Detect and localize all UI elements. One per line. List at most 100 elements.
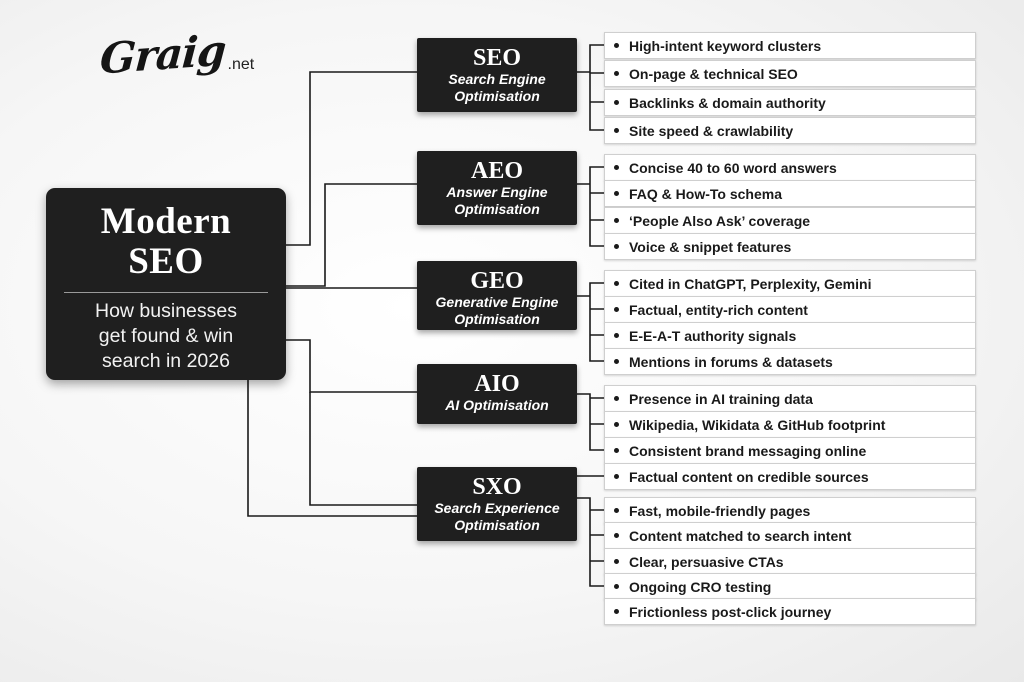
list-item-text: Voice & snippet features (629, 238, 792, 255)
list-item-seo-1: High-intent keyword clusters (604, 32, 976, 59)
list-item-text: E-E-A-T authority signals (629, 327, 797, 344)
list-item-text: Consistent brand messaging online (629, 442, 867, 459)
list-item-geo-2: Factual, entity-rich content (604, 296, 976, 323)
list-item-sxo-1: Fast, mobile-friendly pages (604, 497, 976, 524)
list-item-sxo-5: Frictionless post-click journey (604, 598, 976, 625)
list-item-text: Clear, persuasive CTAs (629, 553, 784, 570)
category-title: SEO (472, 45, 522, 71)
brand-logo-suffix: .net (227, 56, 255, 73)
list-item-sxo-4: Ongoing CRO testing (604, 573, 976, 600)
list-item-text: Frictionless post-click journey (629, 603, 832, 620)
main-topic-box: Modern SEO How businesses get found & wi… (46, 188, 286, 380)
list-item-text: Mentions in forums & datasets (629, 353, 833, 370)
category-box-seo: SEO Search Engine Optimisation (417, 38, 577, 112)
main-divider (64, 292, 268, 293)
list-item-aeo-2: FAQ & How-To schema (604, 180, 976, 207)
category-box-aeo: AEO Answer Engine Optimisation (417, 151, 577, 225)
category-title: AIO (474, 371, 520, 397)
list-item-text: ‘People Also Ask’ coverage (629, 212, 811, 229)
bullet-icon (614, 396, 619, 401)
main-subtitle-line3: search in 2026 (102, 350, 230, 372)
bullet-icon (614, 333, 619, 338)
bullet-icon (614, 191, 619, 196)
connector-seo-items (577, 44, 604, 131)
list-item-seo-3: Backlinks & domain authority (604, 89, 976, 116)
list-item-sxo-2: Content matched to search intent (604, 522, 976, 549)
connector-aeo-items (577, 166, 604, 247)
list-item-geo-4: Mentions in forums & datasets (604, 348, 976, 375)
connector-main-sxo-a (247, 380, 417, 517)
list-item-text: Site speed & crawlability (629, 122, 794, 139)
connector-main-aio (286, 339, 417, 393)
bullet-icon (614, 508, 619, 513)
bullet-icon (614, 43, 619, 48)
list-item-text: Backlinks & domain authority (629, 94, 826, 111)
connector-sxo-items (577, 475, 604, 587)
category-title: SXO (472, 474, 522, 500)
list-item-geo-1: Cited in ChatGPT, Perplexity, Gemini (604, 270, 976, 297)
category-box-sxo: SXO Search Experience Optimisation (417, 467, 577, 541)
bullet-icon (614, 307, 619, 312)
list-item-geo-3: E-E-A-T authority signals (604, 322, 976, 349)
connector-main-aeo (286, 183, 417, 287)
category-title: AEO (470, 158, 523, 184)
list-item-aio-3: Consistent brand messaging online (604, 437, 976, 464)
main-subtitle-line1: How businesses (95, 300, 237, 322)
main-title-line1: Modern (100, 201, 232, 242)
list-item-aeo-4: Voice & snippet features (604, 233, 976, 260)
bullet-icon (614, 218, 619, 223)
list-item-text: FAQ & How-To schema (629, 185, 782, 202)
list-item-text: Presence in AI training data (629, 390, 813, 407)
list-item-seo-4: Site speed & crawlability (604, 117, 976, 144)
bullet-icon (614, 244, 619, 249)
main-title: Modern SEO (46, 202, 286, 282)
list-item-seo-2: On-page & technical SEO (604, 60, 976, 87)
category-box-aio: AIO AI Optimisation (417, 364, 577, 424)
connector-main-seo (286, 71, 417, 246)
bullet-icon (614, 474, 619, 479)
bullet-icon (614, 71, 619, 76)
brand-logo-script: Graig (98, 25, 228, 84)
bullet-icon (614, 281, 619, 286)
bullet-icon (614, 609, 619, 614)
category-subtitle: Generative Engine Optimisation (435, 294, 559, 327)
main-title-line2: SEO (128, 241, 204, 282)
connector-main-sxo-b (309, 392, 417, 506)
list-item-text: On-page & technical SEO (629, 65, 798, 82)
bullet-icon (614, 584, 619, 589)
bullet-icon (614, 359, 619, 364)
bullet-icon (614, 165, 619, 170)
list-item-aeo-3: ‘People Also Ask’ coverage (604, 207, 976, 234)
main-subtitle: How businesses get found & win search in… (46, 299, 286, 374)
bullet-icon (614, 100, 619, 105)
list-item-text: Factual content on credible sources (629, 468, 869, 485)
bullet-icon (614, 448, 619, 453)
connector-geo-items (577, 282, 604, 362)
category-subtitle: Answer Engine Optimisation (446, 184, 548, 217)
category-box-geo: GEO Generative Engine Optimisation (417, 261, 577, 330)
bullet-icon (614, 559, 619, 564)
category-subtitle: Search Experience Optimisation (434, 500, 560, 533)
category-subtitle: AI Optimisation (445, 397, 549, 413)
list-item-text: High-intent keyword clusters (629, 37, 822, 54)
list-item-text: Cited in ChatGPT, Perplexity, Gemini (629, 275, 872, 292)
list-item-aio-2: Wikipedia, Wikidata & GitHub footprint (604, 411, 976, 438)
list-item-text: Wikipedia, Wikidata & GitHub footprint (629, 416, 886, 433)
list-item-text: Content matched to search intent (629, 527, 852, 544)
list-item-text: Ongoing CRO testing (629, 578, 772, 595)
list-item-sxo-3: Clear, persuasive CTAs (604, 548, 976, 575)
brand-logo: Graig.net (98, 25, 255, 90)
list-item-text: Fast, mobile-friendly pages (629, 502, 811, 519)
bullet-icon (614, 128, 619, 133)
list-item-aio-4: Factual content on credible sources (604, 463, 976, 490)
list-item-text: Concise 40 to 60 word answers (629, 159, 837, 176)
list-item-text: Factual, entity-rich content (629, 301, 808, 318)
list-item-aeo-1: Concise 40 to 60 word answers (604, 154, 976, 181)
main-subtitle-line2: get found & win (98, 325, 234, 347)
connector-aio-items (577, 393, 604, 451)
bullet-icon (614, 422, 619, 427)
list-item-aio-1: Presence in AI training data (604, 385, 976, 412)
category-title: GEO (470, 268, 524, 294)
